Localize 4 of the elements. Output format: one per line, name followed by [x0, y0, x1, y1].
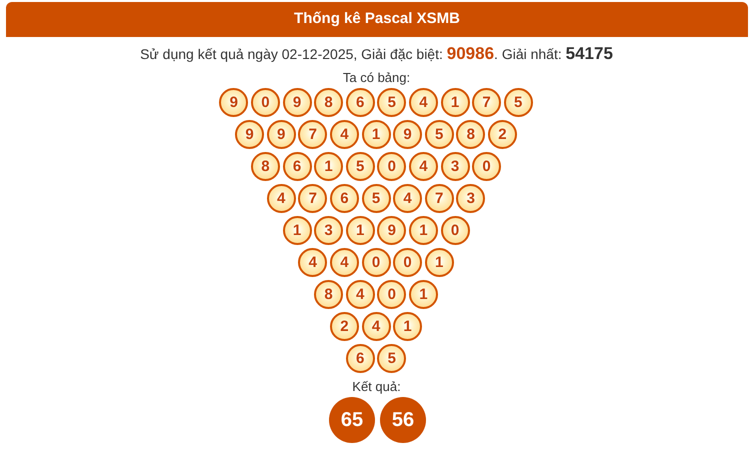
section-label: Ta có bảng:: [342, 69, 410, 87]
header-bar: Thống kê Pascal XSMB: [6, 2, 748, 37]
result-sentence: Sử dụng kết quả ngày 02-12-2025, Giải đặc biệt: 90986. Giải nhất: 54175: [140, 44, 613, 64]
section-label: Kết quả:: [352, 378, 401, 396]
